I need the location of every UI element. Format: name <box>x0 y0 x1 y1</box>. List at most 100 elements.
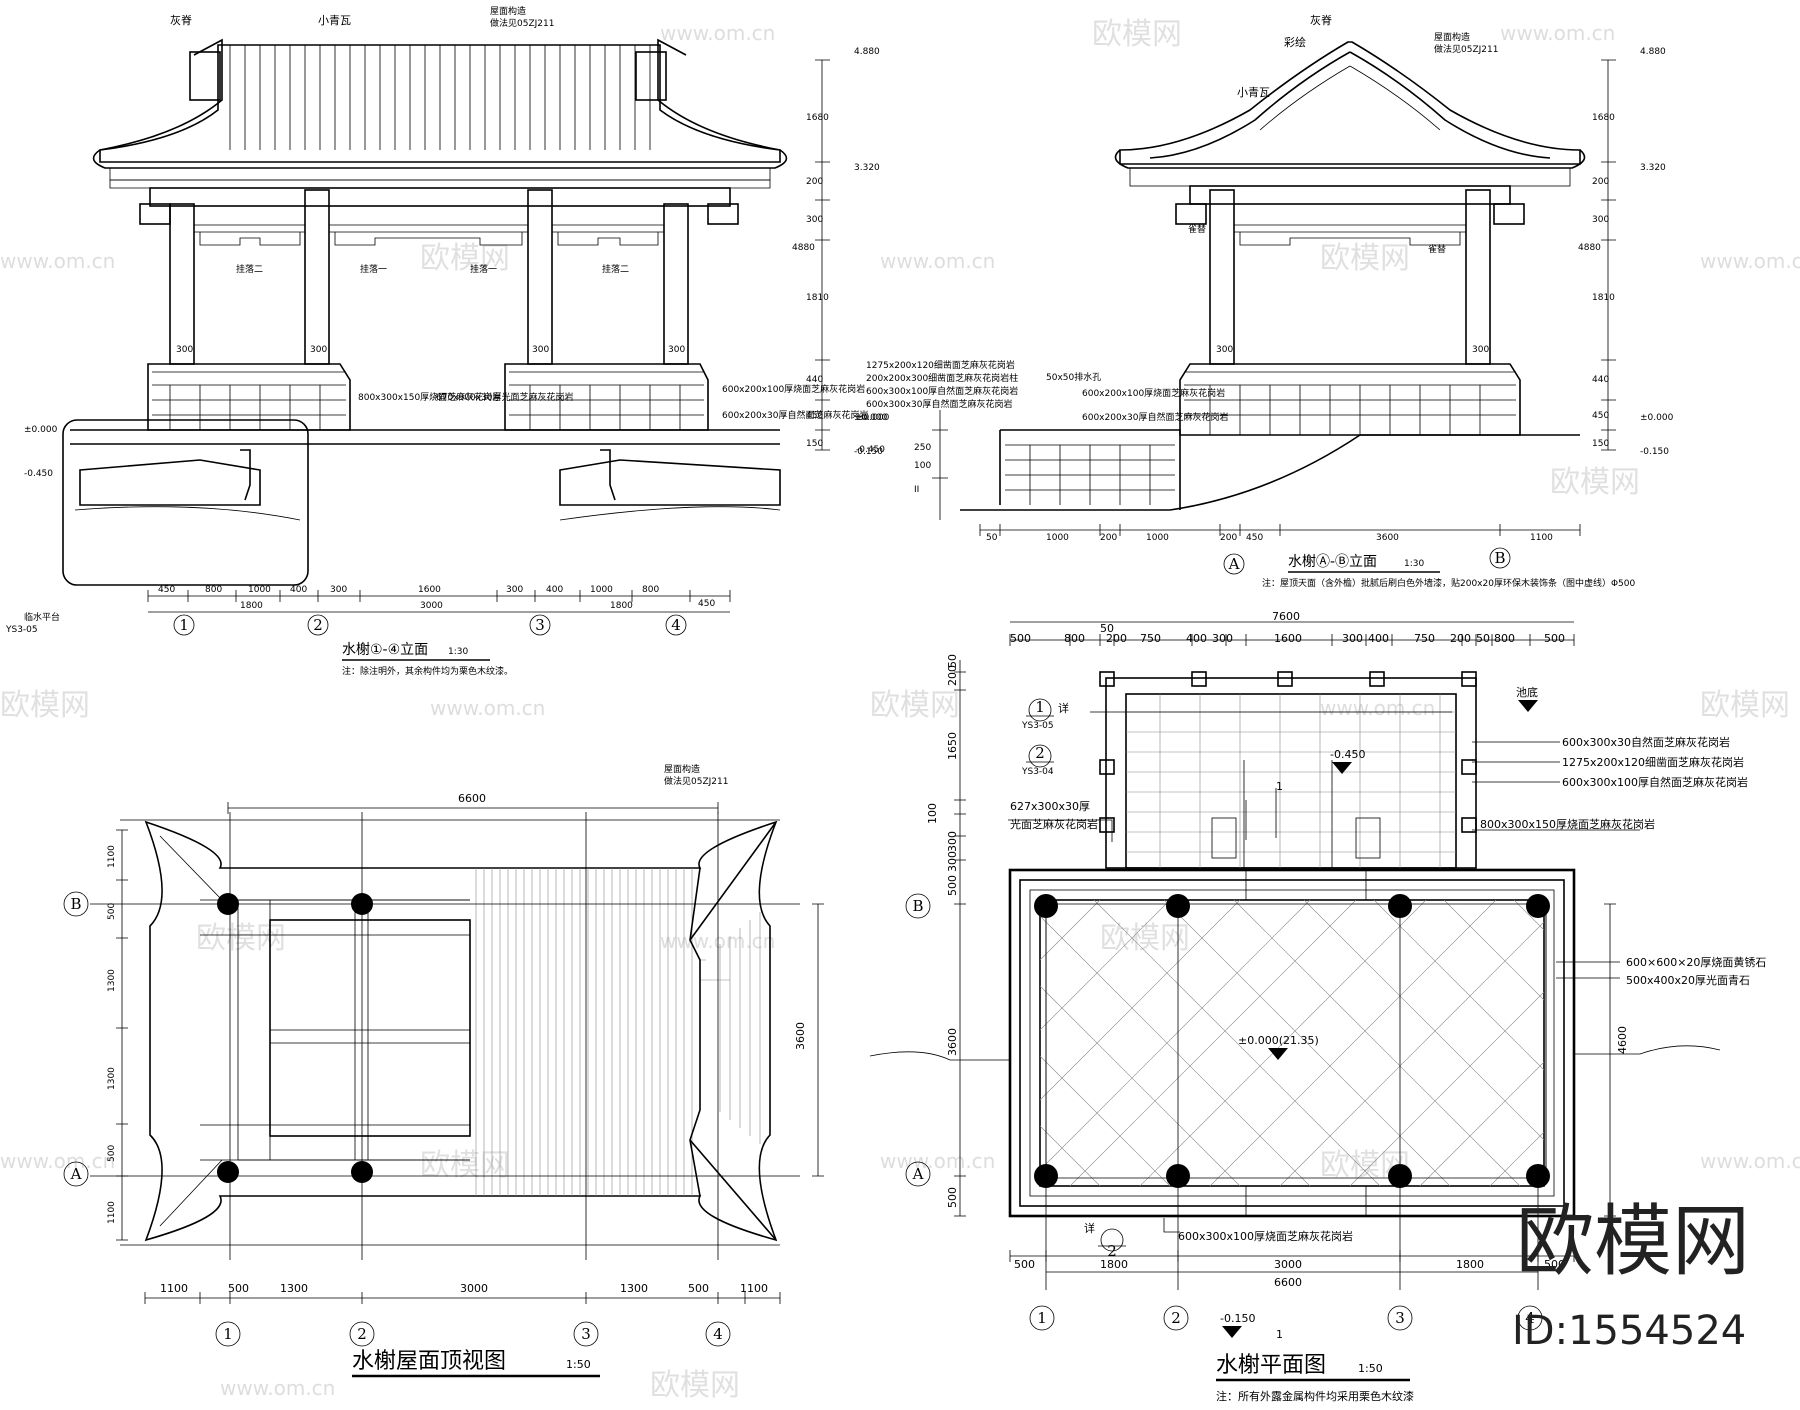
front-vdim: 1680 <box>806 113 829 123</box>
front-vdim: 300 <box>806 215 823 225</box>
axis-label: 4 <box>1525 1309 1535 1327</box>
watermark-url: www.om.cn <box>430 696 545 720</box>
plan-bdim: 1800 <box>1456 1258 1484 1271</box>
roof-bdim: 1300 <box>280 1282 308 1295</box>
side-note: 注：屋顶天面（含外檐）批腻后刷白色外墙漆，贴200x20厚环保木装饰条（图中虚线… <box>1262 577 1635 589</box>
front-vdim: 1810 <box>806 293 829 303</box>
front-vdim: 200 <box>806 177 823 187</box>
watermark: 欧模网 <box>1320 241 1410 276</box>
watermark-url: www.om.cn <box>660 21 775 45</box>
plan-dim: 300 <box>1212 632 1233 645</box>
axis-label: 3 <box>1395 1309 1405 1327</box>
axis-label: 4 <box>713 1325 723 1343</box>
front-dim: 3000 <box>420 601 443 611</box>
watermark-url: www.om.cn <box>0 249 115 273</box>
plan-ldim: 200 <box>946 665 959 686</box>
plan-pool-label: 池底 <box>1516 685 1538 699</box>
front-detail-ref: YS3-05 <box>5 625 38 635</box>
roof-scale: 1:50 <box>566 1358 591 1371</box>
side-level: 4.880 <box>1640 47 1666 57</box>
side-scale: 1:30 <box>1404 559 1424 569</box>
roof-bdim: 1100 <box>740 1282 768 1295</box>
front-vdim: 450 <box>806 411 823 421</box>
side-dim: 200 <box>1220 533 1237 543</box>
watermark: 欧模网 <box>870 688 960 723</box>
side-elevation <box>932 41 1616 536</box>
watermark-url: www.om.cn <box>1500 21 1615 45</box>
side-level-left: -0.450 <box>856 445 885 455</box>
plan-top-total: 7600 <box>1272 610 1300 623</box>
plan-ldim: 1650 <box>946 732 959 760</box>
side-drain-label: 50x50排水孔 <box>1046 371 1101 383</box>
front-level-left: ±0.000 <box>24 425 58 435</box>
axis-label: 2 <box>313 616 323 634</box>
axis-label: 1 <box>1037 1309 1047 1327</box>
watermark: 欧模网 <box>0 688 90 723</box>
front-rail-label: 挂落一 <box>360 263 387 275</box>
side-post-dim: 300 <box>1216 345 1233 355</box>
plan-callout: 600x300x100厚自然面芝麻灰花岗岩 <box>1562 775 1748 789</box>
front-stone-label: 600x200x100厚烧面芝麻灰花岗岩 <box>722 383 865 395</box>
plan-dim: 400 <box>1368 632 1389 645</box>
side-ldim: 250 <box>914 443 931 453</box>
roof-bdim: 3000 <box>460 1282 488 1295</box>
detail-num: 2 <box>1107 1242 1117 1260</box>
axis-label: B <box>70 895 81 913</box>
plan-detail-markers: 1 详 YS3-05 2 YS3-04 2 详 <box>1021 698 1126 1260</box>
side-stone-label: 200x200x300细凿面芝麻灰花岗岩柱 <box>866 372 1018 384</box>
front-dim: 400 <box>546 585 563 595</box>
plan-dim: 1600 <box>1274 632 1302 645</box>
side-dim: 200 <box>1100 533 1117 543</box>
front-level-left: -0.450 <box>24 469 53 479</box>
side-stone-label: 1275x200x120细凿面芝麻灰花岗岩 <box>866 359 1015 371</box>
watermark-url: www.om.cn <box>1320 696 1435 720</box>
roof-axis-markers: 1 2 3 4 B A <box>63 891 731 1347</box>
detail-word: 详 <box>1084 1221 1095 1235</box>
side-vdim: 440 <box>1592 375 1609 385</box>
side-dim: 1000 <box>1046 533 1069 543</box>
roof-ref: 做法见05ZJ211 <box>664 775 728 787</box>
roof-top-dim: 6600 <box>458 792 486 805</box>
roof-vdim: 1300 <box>107 1067 117 1090</box>
front-dim: 800 <box>205 585 222 595</box>
plan-mark: 1 <box>1276 780 1283 793</box>
side-ridge-label: 灰脊 <box>1310 13 1332 27</box>
side-dim: 1100 <box>1530 533 1553 543</box>
front-post-dim: 300 <box>668 345 685 355</box>
front-dim: 400 <box>290 585 307 595</box>
plan-ldim: 300 <box>946 831 959 852</box>
front-level: 4.880 <box>854 47 880 57</box>
front-elevation <box>62 38 830 613</box>
roof-bdim: 1300 <box>620 1282 648 1295</box>
front-axis-markers: 1 2 3 4 <box>173 614 687 636</box>
plan-ldim: 50 <box>946 654 959 668</box>
front-title: 水榭①-④立面 <box>342 642 428 658</box>
plan-dim: 800 <box>1494 632 1515 645</box>
front-dim: 1000 <box>248 585 271 595</box>
front-scale: 1:30 <box>448 647 468 657</box>
watermark-url: www.om.cn <box>880 1149 995 1173</box>
plan-dim: 500 <box>1544 632 1565 645</box>
plan-dim: 50 <box>1476 632 1490 645</box>
brand-name: 欧模网 <box>1516 1197 1750 1287</box>
axis-label: B <box>912 897 923 915</box>
plan-dim: 400 <box>1186 632 1207 645</box>
side-dim: 450 <box>1246 533 1263 543</box>
side-title: 水榭Ⓐ-Ⓑ立面 <box>1288 554 1377 570</box>
axis-label: A <box>912 1165 924 1183</box>
front-dim: 800 <box>642 585 659 595</box>
side-paint-label: 彩绘 <box>1284 35 1306 49</box>
roof-vdim: 1100 <box>107 1201 117 1224</box>
plan-callout: 627x300x30厚 <box>1010 800 1090 813</box>
plan-dim: 750 <box>1140 632 1161 645</box>
axis-label: 1 <box>179 616 189 634</box>
side-stone-label: 600x300x30厚自然面芝麻灰花岗岩 <box>866 398 1012 410</box>
side-vdim: 450 <box>1592 411 1609 421</box>
brand-mark: 欧模网 ID:1554524 <box>1512 1197 1750 1354</box>
plan-title: 水榭平面图 <box>1216 1353 1326 1378</box>
side-stone-label: 600x200x30厚自然面芝麻灰花岗岩 <box>1082 411 1228 423</box>
watermark: 欧模网 <box>1092 17 1182 52</box>
axis-label: 2 <box>1171 1309 1181 1327</box>
side-roof-label: 屋面构造 <box>1434 31 1470 43</box>
front-dim: 1000 <box>590 585 613 595</box>
